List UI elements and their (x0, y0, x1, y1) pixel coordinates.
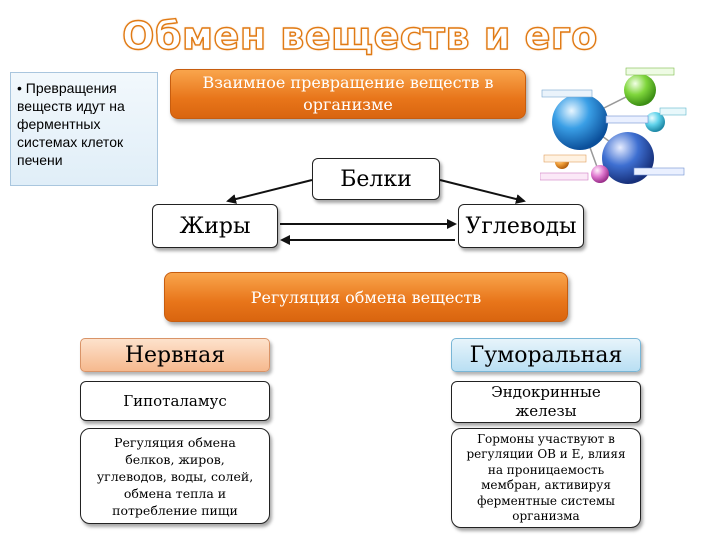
node-carbs: Углеводы (458, 204, 584, 248)
regulation-box: Регуляция обмена веществ (164, 272, 568, 322)
nervous-regulation-label: Нервная (124, 342, 226, 368)
interconversion-text: Взаимное превращение веществ в организме (202, 73, 494, 114)
node-proteins: Белки (312, 158, 440, 200)
interconversion-box: Взаимное превращение веществ в организме (170, 69, 526, 119)
node-fats: Жиры (152, 204, 278, 248)
hypothalamus-box: Гипоталамус (80, 381, 270, 421)
node-carbs-label: Углеводы (465, 213, 577, 239)
humoral-description-box: Гормоны участвуют в регуляции ОВ и Е, вл… (451, 428, 641, 528)
hypothalamus-label: Гипоталамус (123, 392, 227, 410)
molecule-spheres-illustration (540, 67, 687, 184)
humoral-description: Гормоны участвуют в регуляции ОВ и Е, вл… (466, 431, 626, 524)
nervous-description: Регуляция обмена белков, жиров, углеводо… (96, 434, 254, 518)
nervous-regulation: Нервная (80, 338, 270, 372)
nervous-description-box: Регуляция обмена белков, жиров, углеводо… (80, 428, 270, 524)
arrow-proteins-to-carbs (439, 179, 526, 204)
humoral-regulation-label: Гуморальная (469, 342, 623, 368)
humoral-regulation: Гуморальная (451, 338, 641, 372)
liver-note: • Превращения веществ идут на ферментных… (10, 72, 158, 186)
bullet: • (17, 80, 22, 96)
regulation-text: Регуляция обмена веществ (250, 287, 482, 307)
endocrine-glands-box: Эндокринные железы (451, 381, 641, 423)
node-proteins-label: Белки (340, 166, 412, 192)
arrow-proteins-to-fats (226, 179, 313, 204)
endocrine-glands-label: Эндокринные железы (491, 383, 601, 420)
liver-note-text: Превращения веществ идут на ферментных с… (17, 80, 125, 168)
node-fats-label: Жиры (179, 213, 251, 239)
